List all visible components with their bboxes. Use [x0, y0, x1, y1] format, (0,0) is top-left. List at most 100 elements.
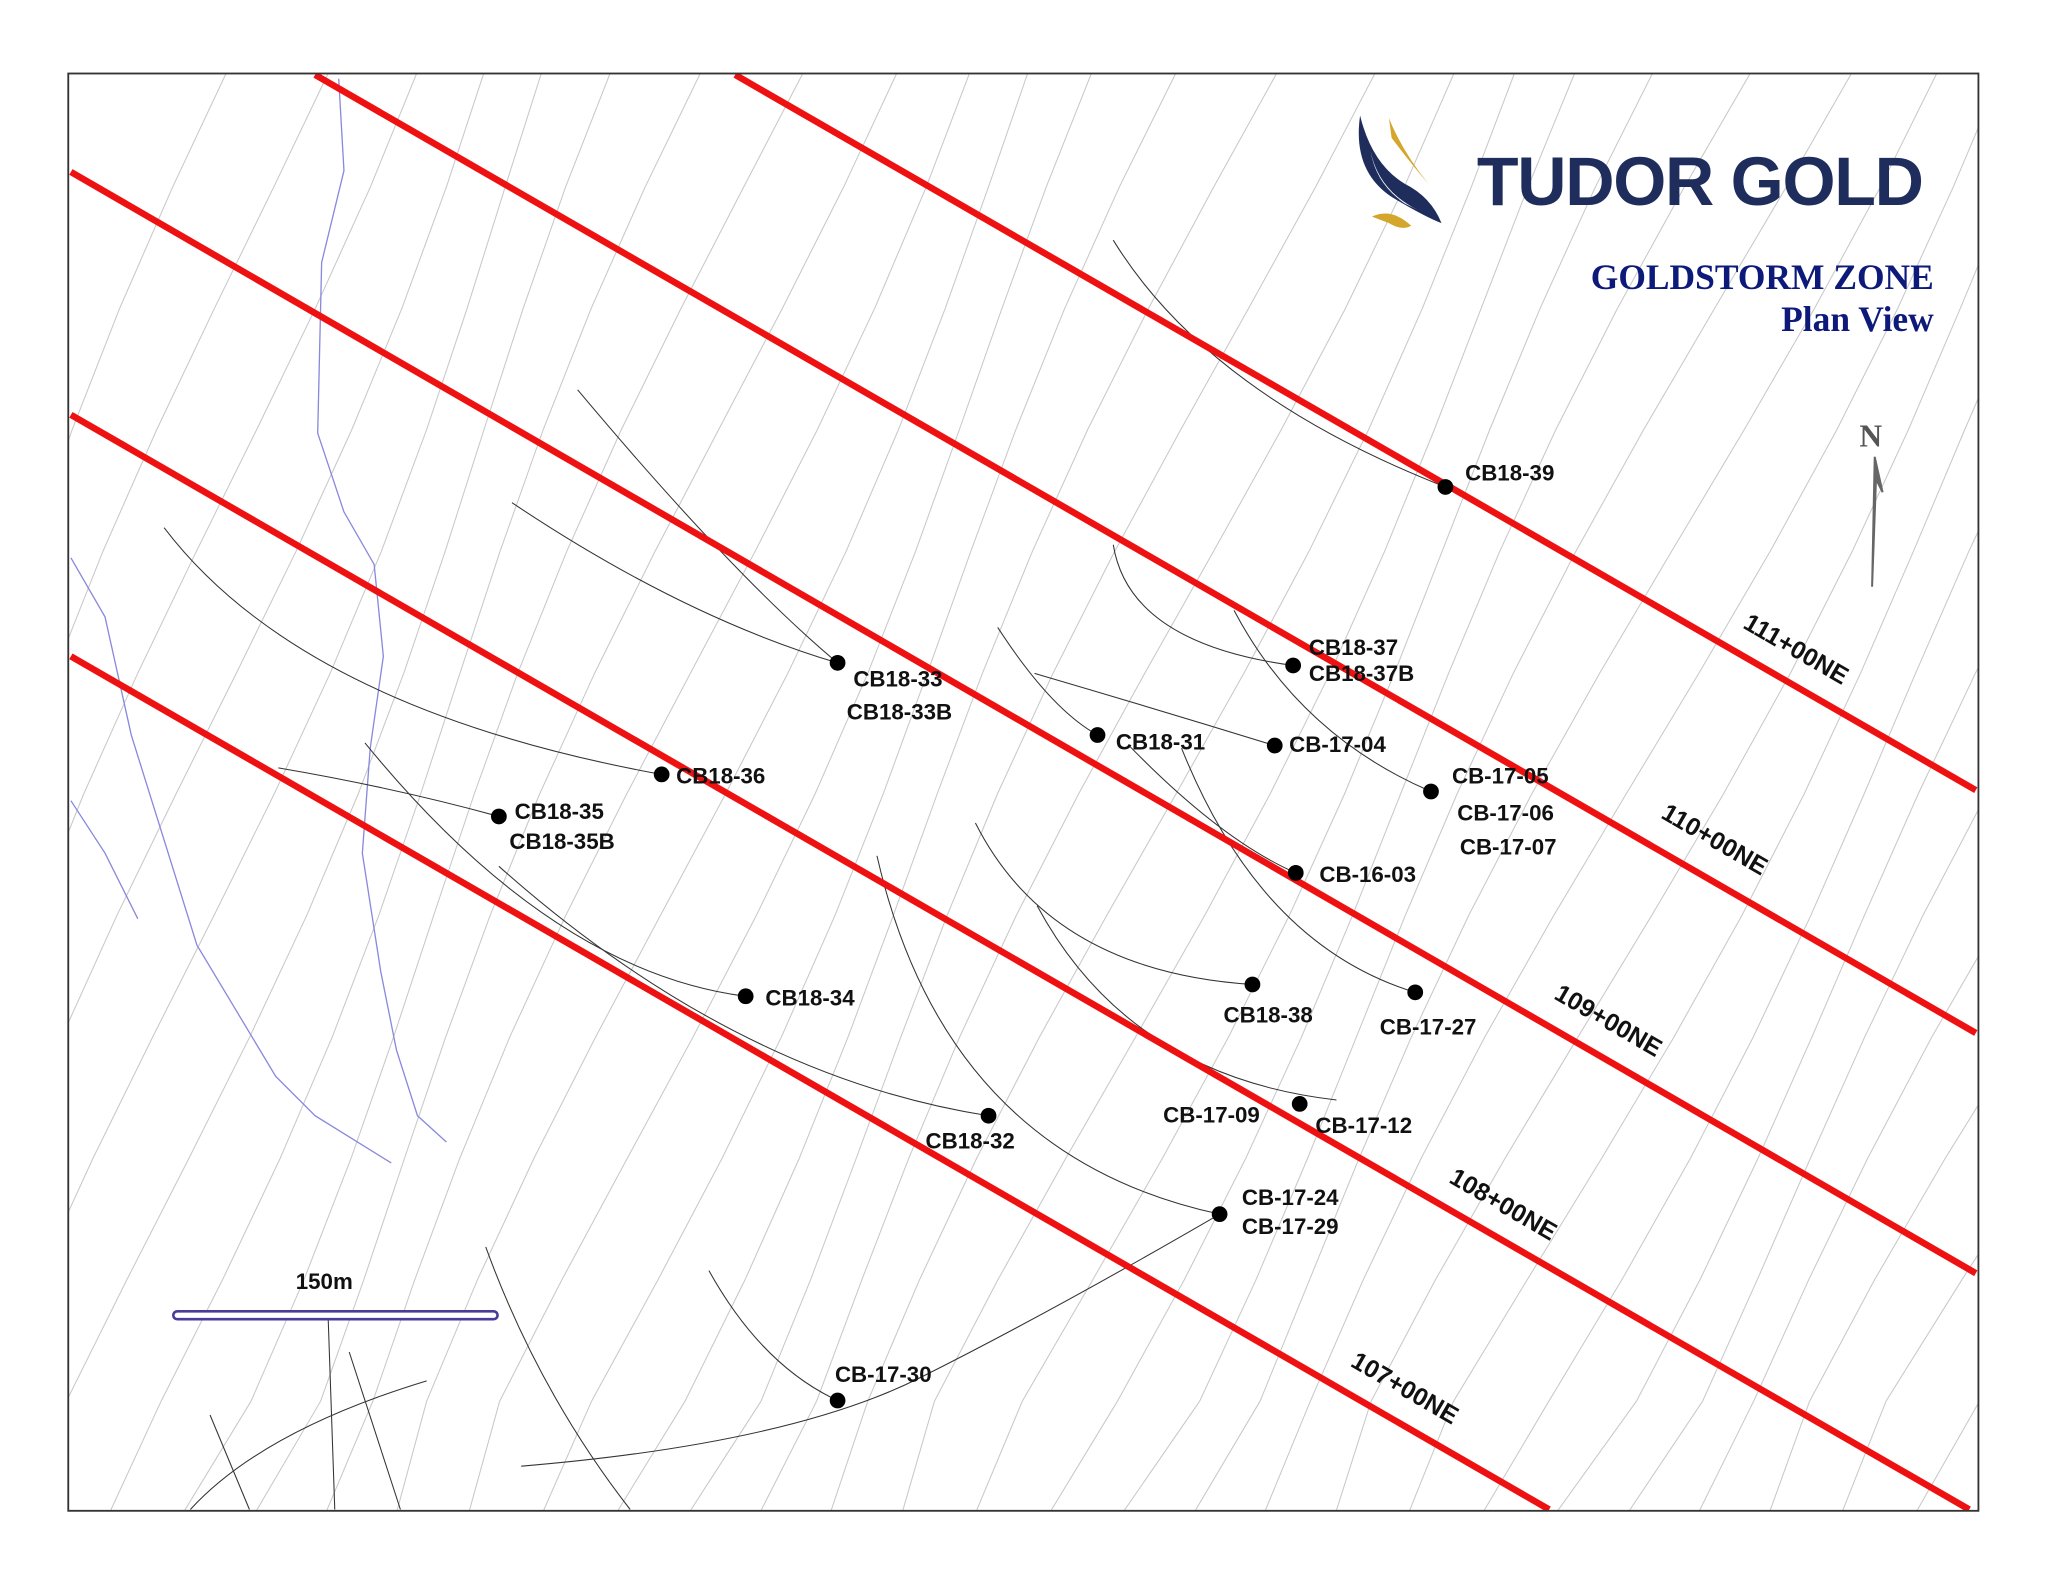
- contour-line: [68, 73, 329, 641]
- drill-hole-marker[interactable]: [490, 808, 507, 825]
- contour-line: [255, 73, 898, 1511]
- contour-line: [468, 73, 1092, 1511]
- drill-hole-label: CB18-38: [1224, 1003, 1313, 1028]
- drill-traces: [163, 239, 1446, 1510]
- contour-line: [902, 73, 1576, 1511]
- drill-hole[interactable]: CB-17-04: [1266, 732, 1387, 757]
- drill-hole-marker[interactable]: [980, 1107, 997, 1124]
- map-frame: [67, 72, 1980, 1512]
- stream: [70, 557, 392, 1164]
- drill-hole-marker[interactable]: [1266, 737, 1283, 754]
- drill-hole[interactable]: CB18-34: [737, 985, 855, 1010]
- contour-line: [68, 73, 611, 1399]
- north-arrow: N: [1859, 418, 1884, 587]
- contour-line: [68, 73, 485, 1025]
- drill-hole-marker[interactable]: [1423, 783, 1439, 800]
- drill-hole-marker[interactable]: [1407, 984, 1424, 1001]
- section-lines: [69, 73, 1978, 1511]
- drill-hole-label: CB18-33B: [847, 699, 952, 724]
- drill-hole-marker[interactable]: [1089, 727, 1106, 743]
- stream: [70, 800, 139, 920]
- contour-line: [1842, 1253, 1979, 1511]
- tudor-gold-logo: TUDOR GOLD: [1358, 115, 1924, 228]
- drill-hole-label: CB-17-24: [1242, 1185, 1339, 1210]
- contour-line: [760, 73, 1455, 1511]
- contour-line: [1628, 808, 1979, 1511]
- section-label: 109+00NE: [1550, 979, 1667, 1063]
- drill-hole-marker[interactable]: [1244, 976, 1261, 993]
- scale-bar: 150m: [171, 1269, 499, 1321]
- contour-line: [109, 73, 701, 1511]
- drill-hole[interactable]: CB18-36: [653, 764, 766, 789]
- contour-line: [68, 73, 418, 834]
- drill-hole-label: CB-17-29: [1242, 1214, 1339, 1239]
- drill-hole-label: CB-17-04: [1289, 732, 1386, 757]
- drill-hole-label: CB-17-05: [1452, 764, 1549, 789]
- eagle-gold-icon: [1371, 118, 1429, 228]
- drill-hole[interactable]: CB18-38: [1224, 976, 1313, 1028]
- contour-line: [1264, 126, 1979, 1511]
- contour-line: [975, 73, 1654, 1511]
- contour-line: [689, 73, 1376, 1511]
- drill-hole-label: CB-17-27: [1380, 1014, 1477, 1039]
- north-label: N: [1859, 418, 1882, 453]
- scale-bar-graphic: [171, 1309, 499, 1321]
- drill-hole-label: CB-17-30: [835, 1362, 932, 1387]
- section-label: 111+00NE: [1739, 608, 1853, 690]
- contour-line: [1050, 73, 1751, 1511]
- drill-hole-marker[interactable]: [829, 1392, 846, 1409]
- logo-text: TUDOR GOLD: [1477, 144, 1923, 220]
- drill-hole-marker[interactable]: [1211, 1206, 1228, 1223]
- contour-line: [1982, 66, 2048, 1523]
- drill-hole[interactable]: CB-17-30: [829, 1362, 932, 1409]
- drill-hole-marker[interactable]: [1291, 1096, 1308, 1112]
- drill-hole-marker[interactable]: [1287, 865, 1304, 881]
- north-arrow-icon: [1871, 456, 1884, 587]
- section-line: [69, 653, 1551, 1511]
- drill-hole-label: CB18-37B: [1309, 661, 1414, 686]
- drill-hole[interactable]: CB-16-03: [1287, 862, 1416, 887]
- section-line: [69, 169, 1978, 1277]
- map-title: GOLDSTORM ZONE: [1591, 257, 1934, 297]
- drill-hole-marker[interactable]: [653, 766, 670, 783]
- contour-line: [617, 73, 1278, 1511]
- section-label: 110+00NE: [1657, 798, 1772, 881]
- drill-hole-label: CB18-39: [1465, 460, 1554, 485]
- drill-holes: CB18-39CB18-37CB18-37BCB18-33CB18-33BCB1…: [490, 460, 1557, 1409]
- drill-hole[interactable]: CB18-39: [1437, 460, 1555, 495]
- drill-hole-label: CB18-32: [926, 1129, 1015, 1154]
- drill-hole-label: CB18-34: [765, 985, 855, 1010]
- contour-line: [326, 73, 970, 1511]
- section-line: [733, 73, 1978, 794]
- drill-hole[interactable]: CB18-32: [926, 1107, 1015, 1154]
- contour-line: [68, 73, 542, 1214]
- drill-hole-marker[interactable]: [1285, 657, 1302, 674]
- drill-hole[interactable]: CB-17-27: [1380, 984, 1477, 1039]
- drill-hole-label: CB18-33: [853, 666, 942, 691]
- contour-line: [1408, 396, 1979, 1511]
- contour-line: [1194, 73, 1938, 1511]
- section-label: 107+00NE: [1346, 1347, 1463, 1431]
- drill-hole-label: CB18-37: [1309, 635, 1398, 660]
- drill-hole-marker[interactable]: [1437, 479, 1454, 495]
- drill-hole[interactable]: CB18-31: [1089, 727, 1205, 754]
- contour-line: [1556, 666, 1979, 1511]
- drill-hole-label: CB-17-06: [1457, 800, 1554, 825]
- contour-line: [1769, 1103, 1979, 1511]
- section-label: 108+00NE: [1445, 1163, 1562, 1247]
- drill-hole-label: CB-17-12: [1315, 1113, 1412, 1138]
- drill-hole-marker[interactable]: [829, 654, 846, 671]
- stream: [317, 78, 447, 1143]
- section-line: [313, 73, 1978, 1036]
- drill-hole-label: CB18-35B: [509, 829, 614, 854]
- contour-line: [1698, 955, 1979, 1511]
- drill-hole-marker[interactable]: [737, 988, 754, 1005]
- drill-hole-label: CB18-31: [1116, 729, 1205, 754]
